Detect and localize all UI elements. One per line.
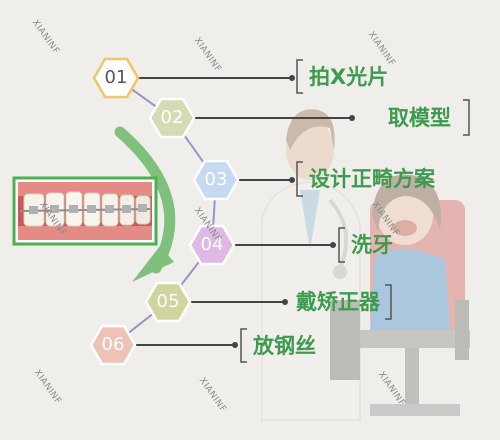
hexagon-05 <box>144 281 192 323</box>
step-label-02: 取模型 <box>388 106 451 130</box>
step-number-04: 04 <box>200 234 224 255</box>
step-label-01: 拍X光片 <box>309 65 389 89</box>
leader-dot-04 <box>330 242 336 248</box>
bracket-01 <box>296 59 303 94</box>
bracket-06 <box>240 328 247 363</box>
leader-dot-03 <box>289 177 295 183</box>
hexagon-01 <box>92 57 140 99</box>
step-label-06: 放钢丝 <box>253 334 316 358</box>
step-number-02: 02 <box>160 107 184 128</box>
step-label-03: 设计正畸方案 <box>309 167 435 191</box>
leader-dot-06 <box>232 342 238 348</box>
step-number-01: 01 <box>104 67 128 88</box>
step-label-04: 洗牙 <box>351 233 393 257</box>
hexagon-02 <box>148 97 196 139</box>
bracket-02 <box>463 99 470 136</box>
step-number-05: 05 <box>156 291 180 312</box>
hexagon-03 <box>192 159 240 201</box>
step-number-03: 03 <box>204 169 228 190</box>
bracket-03 <box>296 161 303 197</box>
hexagon-06 <box>89 324 137 366</box>
leader-dot-05 <box>282 299 288 305</box>
step-number-06: 06 <box>101 334 125 355</box>
braces-photo <box>12 176 158 246</box>
background-illustration <box>261 109 470 421</box>
leader-dot-02 <box>349 115 355 121</box>
curved-arrow <box>114 126 176 282</box>
bracket-04 <box>338 227 345 263</box>
bracket-05 <box>385 284 392 320</box>
leader-dot-01 <box>289 75 295 81</box>
hexagon-04 <box>188 224 236 266</box>
step-label-05: 戴矫正器 <box>296 290 380 314</box>
